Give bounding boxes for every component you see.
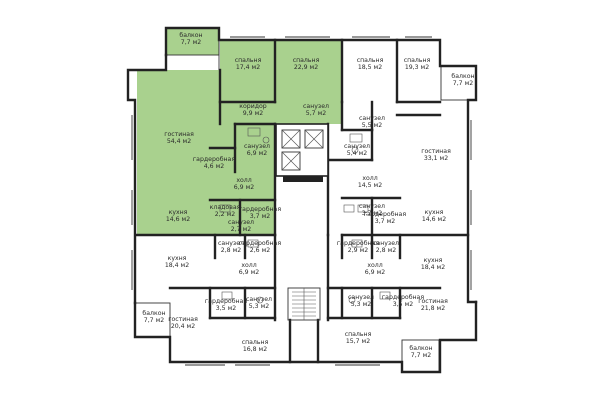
room-name-bedroom-6: спальня bbox=[242, 339, 269, 346]
room-name-kitchen-2: кухня bbox=[425, 209, 444, 216]
central-core bbox=[275, 123, 329, 321]
highlighted-apartment bbox=[137, 28, 342, 235]
room-name-bath-9: санузел bbox=[246, 296, 272, 303]
corridor-fill bbox=[220, 102, 342, 124]
living-fill bbox=[137, 70, 220, 235]
room-name-bedroom-2: спальня bbox=[293, 57, 320, 64]
room-area-wardrobe-3: 3,7 м2 bbox=[375, 218, 395, 225]
room-area-corridor: 9,9 м2 bbox=[243, 110, 263, 117]
room-name-living-3: гостиная bbox=[418, 298, 448, 305]
room-area-bath-8: 2,8 м2 bbox=[376, 247, 396, 254]
room-area-bath-1: 5,7 м2 bbox=[306, 110, 326, 117]
room-area-kitchen-2: 14,6 м2 bbox=[422, 216, 446, 223]
room-area-hall-3: 6,9 м2 bbox=[239, 269, 259, 276]
room-name-bath-6: санузел bbox=[359, 203, 385, 210]
room-name-wardrobe-6: гардеробная bbox=[205, 297, 247, 305]
room-area-bath-6: 3,7 м2 bbox=[362, 210, 382, 217]
room-area-living-1: 54,4 м2 bbox=[167, 138, 191, 145]
room-name-kitchen-4: кухня bbox=[424, 257, 443, 264]
room-name-kitchen-1: кухня bbox=[169, 209, 188, 216]
room-name-living-2: гостиная bbox=[421, 148, 451, 155]
room-area-kitchen-1: 14,6 м2 bbox=[166, 216, 190, 223]
fixtures bbox=[219, 127, 391, 304]
room-area-wardrobe-2: 3,7 м2 bbox=[250, 213, 270, 220]
room-name-bath-2: санузел bbox=[359, 115, 385, 122]
room-area-bath-10: 5,3 м2 bbox=[351, 301, 371, 308]
room-area-pantry-1: 2,2 м2 bbox=[215, 211, 235, 218]
room-area-wardrobe-1: 4,6 м2 bbox=[204, 163, 224, 170]
room-area-bedroom-6: 16,8 м2 bbox=[243, 346, 267, 353]
room-area-bedroom-2: 22,9 м2 bbox=[294, 64, 318, 71]
room-name-wardrobe-4: гардеробная bbox=[239, 239, 281, 247]
room-area-kitchen-3: 18,4 м2 bbox=[165, 262, 189, 269]
room-name-wardrobe-2: гардеробная bbox=[239, 205, 281, 213]
room-area-balcony-nw: 7,7 м2 bbox=[181, 39, 201, 46]
room-name-bedroom-4: спальня bbox=[404, 57, 431, 64]
room-area-balcony-ne: 7,7 м2 bbox=[453, 80, 473, 87]
room-name-living-4: гостиная bbox=[168, 316, 198, 323]
room-area-hall-1: 6,9 м2 bbox=[234, 184, 254, 191]
room-name-pantry-1: кладовая bbox=[210, 204, 241, 211]
room-name-kitchen-3: кухня bbox=[168, 255, 187, 262]
room-name-bath-4: санузел bbox=[344, 143, 370, 150]
room-area-bedroom-1: 17,4 м2 bbox=[236, 64, 260, 71]
room-area-hall-4: 6,9 м2 bbox=[365, 269, 385, 276]
windows bbox=[131, 36, 472, 366]
room-area-bath-7: 2,8 м2 bbox=[221, 247, 241, 254]
room-area-bath-4: 5,4 м2 bbox=[347, 150, 367, 157]
exterior-walls bbox=[126, 26, 478, 374]
room-area-living-3: 21,8 м2 bbox=[421, 305, 445, 312]
room-name-hall-4: холл bbox=[367, 262, 382, 269]
room-name-corridor: коридор bbox=[239, 103, 267, 110]
room-name-bath-8: санузел bbox=[373, 240, 399, 247]
room-area-wardrobe-5: 2,9 м2 bbox=[348, 247, 368, 254]
room-area-wardrobe-7: 3,5 м2 bbox=[393, 301, 413, 308]
room-name-balcony-sw: балкон bbox=[142, 309, 165, 317]
room-name-wardrobe-7: гардеробная bbox=[382, 293, 424, 301]
balcony-fill bbox=[166, 28, 219, 55]
room-name-bedroom-5: спальня bbox=[345, 331, 372, 338]
room-name-wardrobe-3: гардеробная bbox=[364, 210, 406, 218]
room-area-bath-3: 6,9 м2 bbox=[247, 150, 267, 157]
room-name-wardrobe-5: гардеробная bbox=[337, 239, 379, 247]
room-area-living-4: 20,4 м2 bbox=[171, 323, 195, 330]
room-name-bedroom-1: спальня bbox=[235, 57, 262, 64]
room-name-balcony-se: балкон bbox=[409, 344, 432, 352]
room-area-bedroom-3: 18,5 м2 bbox=[358, 64, 382, 71]
room-name-balcony-nw: балкон bbox=[179, 31, 202, 39]
room-name-balcony-ne: балкон bbox=[451, 72, 474, 80]
room-area-balcony-sw: 7,7 м2 bbox=[144, 317, 164, 324]
room-area-bath-5: 2,7 м2 bbox=[231, 226, 251, 233]
room-area-kitchen-4: 18,4 м2 bbox=[421, 264, 445, 271]
room-area-balcony-se: 7,7 м2 bbox=[411, 352, 431, 359]
room-name-hall-2: холл bbox=[362, 175, 377, 182]
room-area-bedroom-4: 19,3 м2 bbox=[405, 64, 429, 71]
room-name-wardrobe-1: гардеробная bbox=[193, 155, 235, 163]
room-area-wardrobe-4: 2,6 м2 bbox=[250, 247, 270, 254]
room-name-bath-7: санузел bbox=[218, 240, 244, 247]
room-name-living-1: гостиная bbox=[164, 131, 194, 138]
bedrooms-fill bbox=[220, 39, 342, 102]
room-name-hall-3: холл bbox=[241, 262, 256, 269]
room-name-bedroom-3: спальня bbox=[357, 57, 384, 64]
room-area-bath-2: 5,5 м2 bbox=[362, 122, 382, 129]
room-name-bath-5: санузел bbox=[228, 219, 254, 226]
interior-walls bbox=[135, 38, 470, 364]
room-area-wardrobe-6: 3,5 м2 bbox=[216, 305, 236, 312]
room-name-bath-1: санузел bbox=[303, 103, 329, 110]
room-area-bedroom-5: 15,7 м2 bbox=[346, 338, 370, 345]
core-side-fill bbox=[220, 124, 275, 235]
room-name-bath-10: санузел bbox=[348, 294, 374, 301]
room-area-hall-2: 14,5 м2 bbox=[358, 182, 382, 189]
room-area-living-2: 33,1 м2 bbox=[424, 155, 448, 162]
room-area-bath-9: 5,3 м2 bbox=[249, 303, 269, 310]
room-name-hall-1: холл bbox=[236, 177, 251, 184]
room-name-bath-3: санузел bbox=[244, 143, 270, 150]
